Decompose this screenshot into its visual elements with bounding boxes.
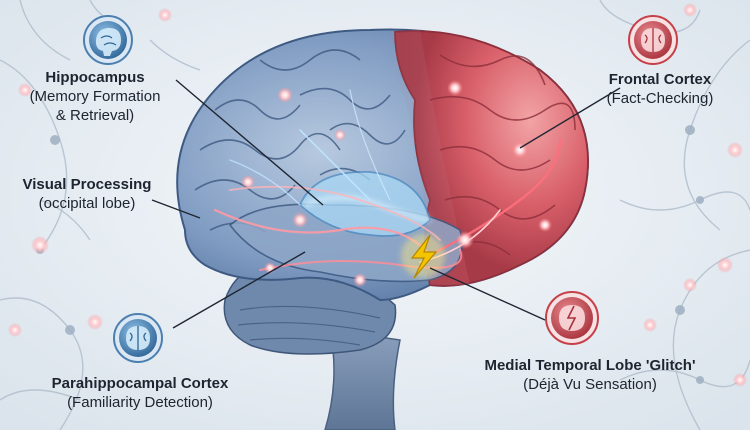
label-parahippocampal-subtitle: (Familiarity Detection): [67, 394, 213, 411]
medial-brain-glitch-icon: [545, 291, 599, 345]
cerebellum-folds: [237, 305, 381, 346]
leader-lines: [151, 79, 621, 329]
brain-sparks: [241, 80, 552, 287]
label-frontal-cortex: Frontal Cortex (Fact-Checking): [585, 70, 735, 108]
label-visual-processing: Visual Processing (occipital lobe): [12, 175, 162, 213]
label-hippocampus-title: Hippocampus: [45, 69, 145, 86]
label-visual-title: Visual Processing: [22, 176, 152, 193]
label-visual-subtitle: (occipital lobe): [38, 195, 136, 212]
label-frontal-title: Frontal Cortex: [608, 71, 712, 88]
neuron-sparks: [8, 3, 747, 387]
label-parahippocampal-title: Parahippocampal Cortex: [51, 375, 229, 392]
frontal-brain-icon: [628, 15, 678, 65]
lightning-bolt-icon: [401, 234, 445, 279]
label-hippocampus: Hippocampus (Memory Formation & Retrieva…: [15, 68, 175, 125]
label-medial-temporal-lobe: Medial Temporal Lobe 'Glitch' (Déjà Vu S…: [440, 356, 740, 394]
label-hippocampus-subtitle-1: (Memory Formation: [29, 88, 161, 105]
hippocampus-brain-icon: [83, 15, 133, 65]
parahippocampal-brain-icon: [113, 313, 163, 363]
label-medial-title: Medial Temporal Lobe 'Glitch': [484, 357, 696, 374]
brain-stem: [324, 329, 401, 430]
label-parahippocampal-cortex: Parahippocampal Cortex (Familiarity Dete…: [20, 374, 260, 412]
label-frontal-subtitle: (Fact-Checking): [606, 90, 714, 107]
label-medial-subtitle: (Déjà Vu Sensation): [523, 376, 657, 393]
label-hippocampus-subtitle-2: & Retrieval): [55, 107, 135, 124]
